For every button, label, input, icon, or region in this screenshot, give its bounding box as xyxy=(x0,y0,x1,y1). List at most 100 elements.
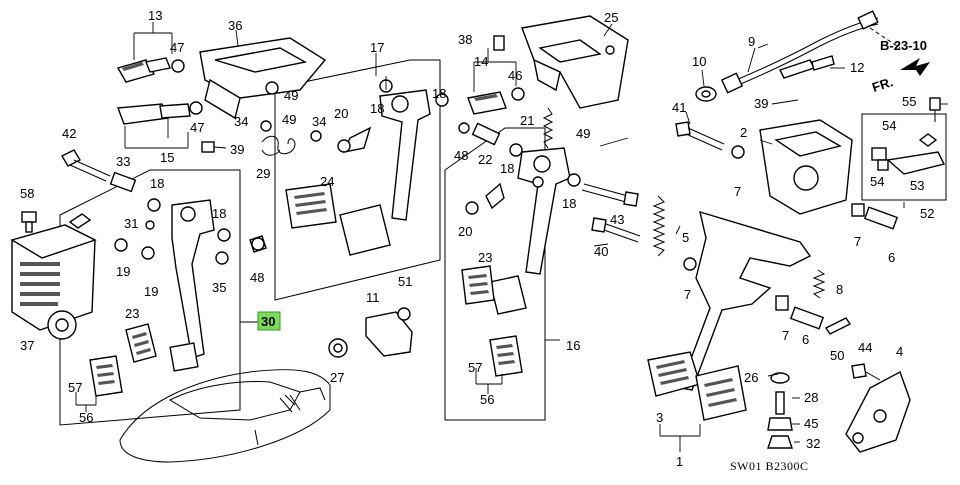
group-frame-52 xyxy=(861,113,947,201)
label-24: 24 xyxy=(320,174,334,189)
label-53: 53 xyxy=(910,178,924,193)
car-outline xyxy=(119,369,331,463)
label-43: 43 xyxy=(610,212,624,227)
label-5: 5 xyxy=(682,230,689,245)
part-43-bolt xyxy=(581,183,639,207)
part-34-clip xyxy=(260,120,322,142)
part-14-switch xyxy=(467,35,525,115)
label-58: 58 xyxy=(20,186,34,201)
label-48a: 48 xyxy=(250,270,264,285)
label-56b: 56 xyxy=(480,392,494,407)
label-40: 40 xyxy=(594,244,608,259)
part-2-bracket xyxy=(759,119,853,215)
label-11: 11 xyxy=(366,290,380,305)
label-52: 52 xyxy=(920,206,934,221)
label-23b: 23 xyxy=(478,250,492,265)
part-54-clip xyxy=(871,147,889,171)
group-frame-17 xyxy=(274,59,441,301)
part-11-bracket xyxy=(365,307,413,357)
label-28: 28 xyxy=(804,390,818,405)
label-37: 37 xyxy=(20,338,34,353)
label-10: 10 xyxy=(692,54,706,69)
leader-lines xyxy=(75,22,948,452)
part-37-control-unit xyxy=(10,213,97,340)
label-34a: 34 xyxy=(234,114,248,129)
part-33-collar xyxy=(109,171,137,193)
label-31: 31 xyxy=(124,216,138,231)
highlight-box-30 xyxy=(257,311,281,331)
part-55-bolt xyxy=(929,97,941,122)
stopper-stack xyxy=(767,372,793,449)
label-1: 1 xyxy=(676,454,683,469)
small-parts-16 xyxy=(465,143,581,215)
part-56-pad-right xyxy=(489,335,523,377)
label-20a: 20 xyxy=(334,106,348,121)
label-8: 8 xyxy=(836,282,843,297)
part-5-spring xyxy=(652,195,666,257)
label-54b: 54 xyxy=(870,174,884,189)
label-29: 29 xyxy=(256,166,270,181)
label-25: 25 xyxy=(604,10,618,25)
label-7c: 7 xyxy=(684,287,691,302)
part-15-switch xyxy=(117,101,203,125)
label-49b: 49 xyxy=(282,112,296,127)
label-55: 55 xyxy=(902,94,916,109)
label-14: 14 xyxy=(474,54,488,69)
part-40-bolt xyxy=(591,217,641,243)
label-3: 3 xyxy=(656,410,663,425)
label-39b: 39 xyxy=(754,96,768,111)
part-10-grommet xyxy=(695,86,717,102)
label-49a: 49 xyxy=(284,88,298,103)
label-42: 42 xyxy=(62,126,76,141)
label-44: 44 xyxy=(858,340,872,355)
label-48b: 48 xyxy=(454,148,468,163)
label-34b: 34 xyxy=(312,114,326,129)
label-33: 33 xyxy=(116,154,130,169)
part-42-bolt xyxy=(61,149,111,182)
small-parts-right xyxy=(683,145,899,335)
part-21-spring xyxy=(542,107,554,149)
group-frame-30 xyxy=(59,169,241,426)
part-1-accelerator xyxy=(647,210,812,421)
part-44-bolt xyxy=(851,363,881,381)
label-18e: 18 xyxy=(500,161,514,176)
diagram-code: SW01 B2300C xyxy=(730,459,809,473)
label-51: 51 xyxy=(398,274,412,289)
part-23-pad-right xyxy=(461,265,495,305)
label-32: 32 xyxy=(806,436,820,451)
part-4-bracket xyxy=(845,371,911,453)
part-41-bolt xyxy=(675,121,725,151)
label-16: 16 xyxy=(566,338,580,353)
part-12-clip xyxy=(779,55,835,79)
label-57a: 57 xyxy=(68,380,82,395)
label-18f: 18 xyxy=(562,196,576,211)
part-56-pad-left xyxy=(89,355,123,397)
label-4: 4 xyxy=(896,344,903,359)
part-22-collar xyxy=(471,122,501,146)
part-17-pedal xyxy=(339,89,431,256)
part-27-grommet xyxy=(328,338,348,358)
label-36: 36 xyxy=(228,18,242,33)
label-7a: 7 xyxy=(734,184,741,199)
label-41: 41 xyxy=(672,100,686,115)
label-18d: 18 xyxy=(432,86,446,101)
label-49c: 49 xyxy=(576,126,590,141)
label-46: 46 xyxy=(508,68,522,83)
label-17: 17 xyxy=(370,40,384,55)
label-54a: 54 xyxy=(882,118,896,133)
part-39-bolt xyxy=(201,141,227,153)
part-labels: 13 47 47 15 36 49 34 34 49 39 29 42 33 1… xyxy=(20,8,934,469)
label-18a: 18 xyxy=(150,176,164,191)
label-9: 9 xyxy=(748,34,755,49)
reference-label: B-23-10 xyxy=(880,38,927,53)
label-7d: 7 xyxy=(782,328,789,343)
part-30-pedal-arm xyxy=(169,199,215,372)
part-29-spring xyxy=(261,135,296,156)
label-6b: 6 xyxy=(802,332,809,347)
label-22: 22 xyxy=(478,152,492,167)
label-38: 38 xyxy=(458,32,472,47)
part-36-bracket xyxy=(199,37,327,120)
label-7b: 7 xyxy=(854,234,861,249)
label-47b: 47 xyxy=(190,120,204,135)
